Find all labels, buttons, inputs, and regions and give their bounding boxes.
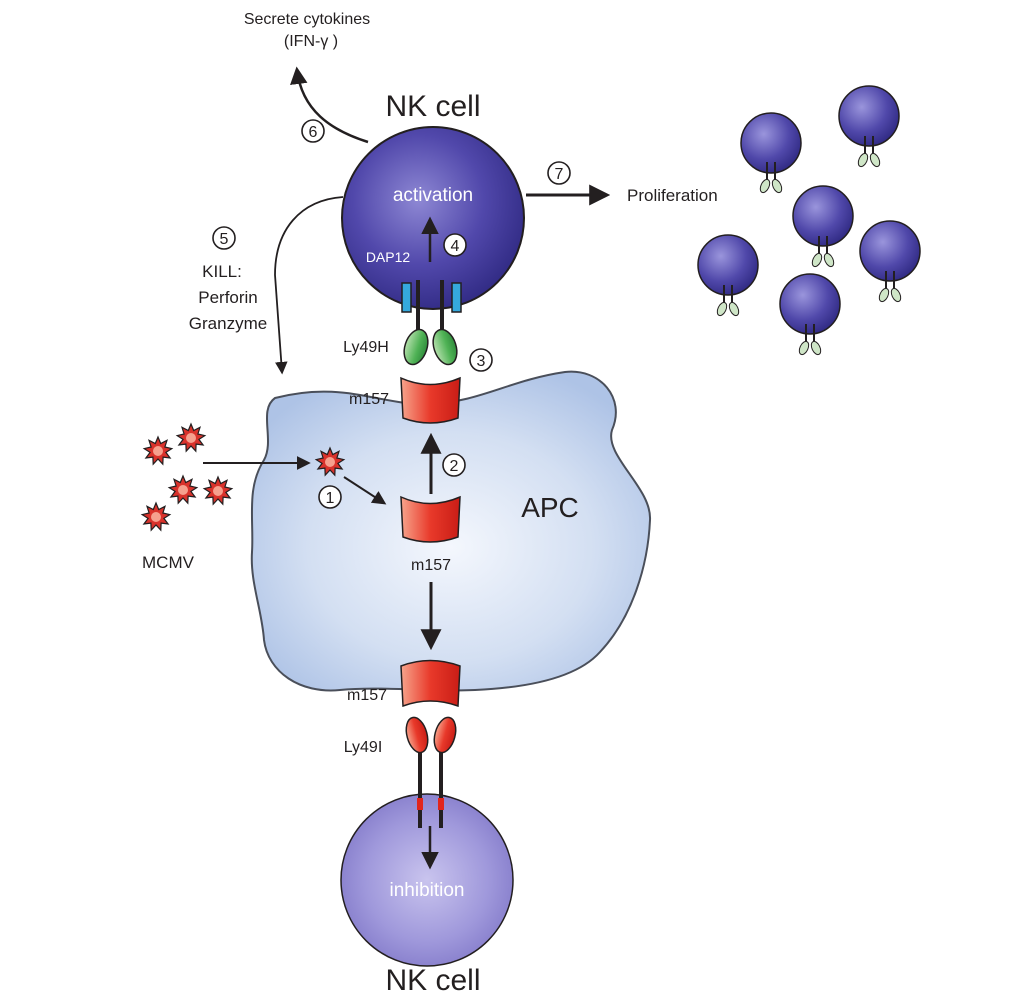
m157-internal-label: m157 <box>411 557 451 574</box>
svg-text:2: 2 <box>450 458 459 475</box>
ly49h-head-right <box>432 328 458 366</box>
nk-cell-bottom <box>340 793 514 967</box>
m157-top-label: m157 <box>349 391 389 408</box>
ly49i-label: Ly49I <box>344 739 383 756</box>
apc-label: APC <box>521 492 579 523</box>
step-2-marker: 2 <box>442 453 466 477</box>
ly49h-label: Ly49H <box>343 339 389 356</box>
proliferation-label: Proliferation <box>627 186 718 205</box>
svg-text:7: 7 <box>555 166 564 183</box>
nk-cell-top <box>341 126 525 310</box>
ly49i-head-left <box>405 716 429 754</box>
kill-arrow <box>274 196 344 375</box>
cytokine-arrow <box>290 66 369 144</box>
step-5-marker: 5 <box>212 226 236 250</box>
svg-text:3: 3 <box>477 353 486 370</box>
expression-arrow <box>343 476 387 505</box>
mcmv-label: MCMV <box>142 553 195 572</box>
kill-line3: Granzyme <box>189 314 267 333</box>
activation-label: activation <box>393 185 473 206</box>
kill-line1: KILL: <box>202 262 242 281</box>
svg-text:4: 4 <box>451 238 460 255</box>
nk-cell-bottom-label: NK cell <box>385 964 480 997</box>
m157-internal <box>400 495 461 543</box>
mcmv-virion-core <box>325 457 335 467</box>
mcmv-virus-group <box>140 422 346 532</box>
itim-left <box>417 798 423 810</box>
step-6-marker: 6 <box>301 119 325 143</box>
proliferating-nk-cell-1 <box>740 112 802 194</box>
m157-bottom <box>400 659 461 708</box>
mcmv-virion-core <box>153 446 163 456</box>
mcmv-virion-core <box>213 486 223 496</box>
itim-right <box>438 798 444 810</box>
step-3-marker: 3 <box>469 348 493 372</box>
ly49h-head-left <box>403 328 429 366</box>
kill-line2: Perforin <box>198 288 258 307</box>
step-7-marker: 7 <box>547 161 571 185</box>
nk-cell-top-label: NK cell <box>385 90 480 123</box>
svg-text:5: 5 <box>220 231 229 248</box>
dap12-right <box>451 282 462 313</box>
cytokines-line2: (IFN-γ ) <box>284 33 338 50</box>
proliferating-nk-cell-2 <box>838 85 900 168</box>
m157-bottom-label: m157 <box>347 687 387 704</box>
dap12-label: DAP12 <box>366 249 411 265</box>
proliferating-nk-cell-3 <box>792 185 854 268</box>
dap12-left <box>401 282 412 313</box>
proliferating-nk-cell-5 <box>859 220 921 303</box>
step-4-marker: 4 <box>443 233 467 257</box>
m157-top <box>400 376 461 424</box>
mcmv-virion-core <box>186 433 196 443</box>
svg-text:1: 1 <box>326 490 335 507</box>
proliferating-nk-cell-6 <box>779 273 841 356</box>
ly49i-head-right <box>433 716 457 754</box>
svg-text:6: 6 <box>309 124 318 141</box>
cytokines-line1: Secrete cytokines <box>244 11 370 28</box>
proliferating-nk-cell-4 <box>697 234 759 317</box>
inhibition-label: inhibition <box>390 880 465 901</box>
mcmv-virion-core <box>178 485 188 495</box>
mcmv-virion-core <box>151 512 161 522</box>
step-1-marker: 1 <box>318 485 342 509</box>
